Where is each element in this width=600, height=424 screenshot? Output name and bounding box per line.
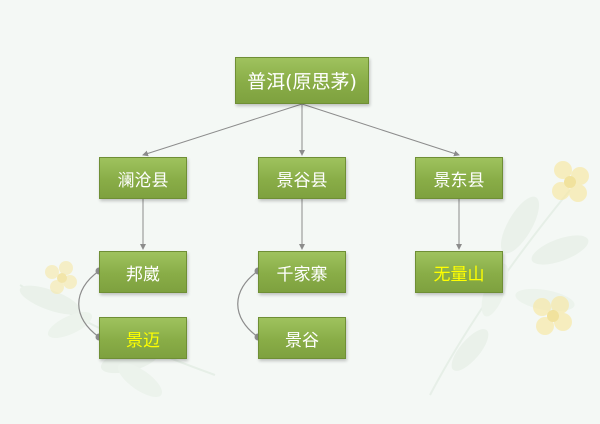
node-jingmai[interactable]: 景迈: [99, 317, 187, 359]
node-jinggu-town[interactable]: 景谷: [258, 317, 346, 359]
node-label: 无量山: [433, 264, 485, 285]
node-label: 千家寨: [276, 264, 328, 285]
node-label: 景谷: [285, 330, 319, 351]
node-label: 景迈: [126, 330, 160, 351]
node-lancang-county[interactable]: 澜沧县: [99, 157, 187, 199]
node-qianjiazhai[interactable]: 千家寨: [258, 251, 346, 293]
left-flower-decoration: [45, 261, 77, 294]
right-flower-decoration: [533, 161, 589, 335]
node-label: 景东县: [433, 170, 485, 191]
node-wuliangshan[interactable]: 无量山: [415, 251, 503, 293]
node-pu-er-root[interactable]: 普洱(原思茅): [235, 57, 369, 104]
node-jinggu-county[interactable]: 景谷县: [258, 157, 346, 199]
node-label: 邦崴: [126, 264, 160, 285]
node-label: 普洱(原思茅): [247, 71, 357, 93]
node-jingdong-county[interactable]: 景东县: [415, 157, 503, 199]
node-label: 澜沧县: [117, 170, 169, 191]
node-bangwei[interactable]: 邦崴: [99, 251, 187, 293]
node-label: 景谷县: [276, 170, 328, 191]
